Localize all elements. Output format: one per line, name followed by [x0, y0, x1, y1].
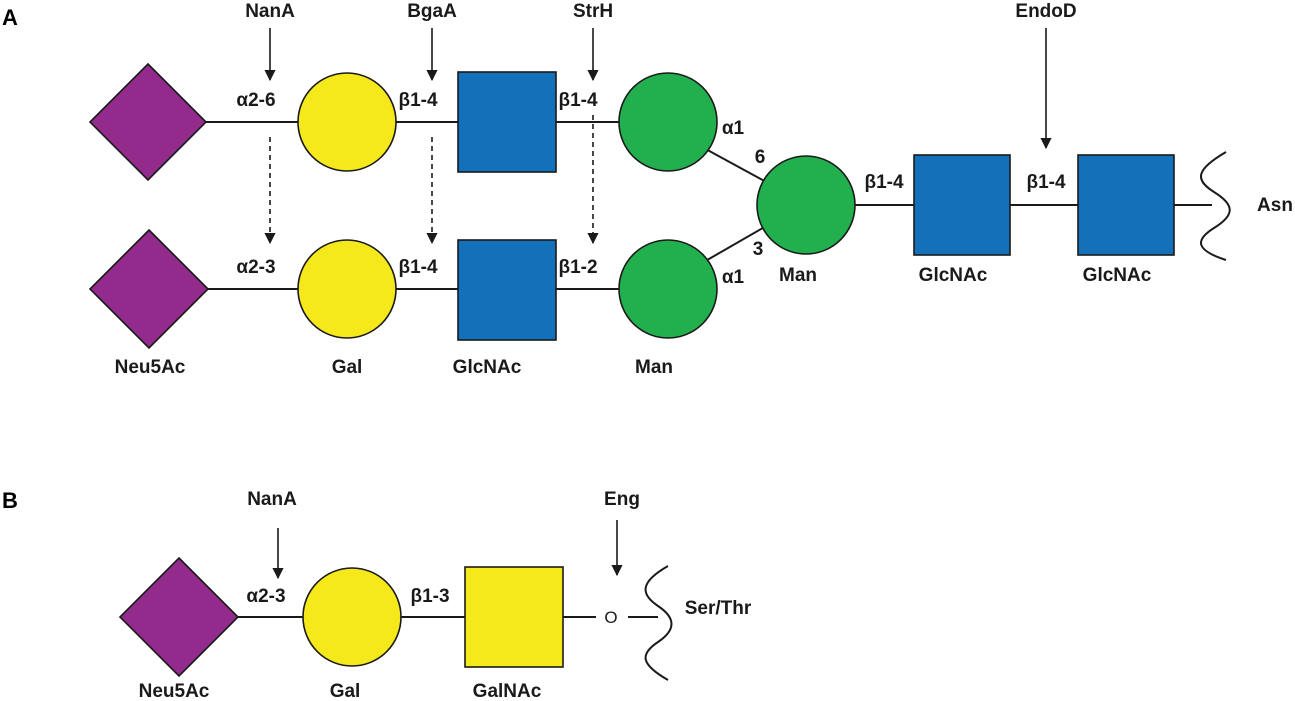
gal-circle-b [302, 567, 402, 667]
core-glcnac-square-2 [1077, 154, 1175, 256]
linkage-b-b13: β1-3 [410, 586, 449, 607]
gal-circle-bottom [297, 239, 397, 339]
linkage-pos6: 6 [755, 147, 766, 168]
linkage-top-b14b: β1-4 [558, 90, 597, 111]
bond-top-man-coreman [701, 146, 769, 184]
panel-a-letter: A [2, 5, 18, 30]
label-gal: Gal [332, 357, 363, 378]
linkage-bot-a1: α1 [722, 267, 745, 288]
label-core-glcnac-1: GlcNAc [919, 265, 988, 286]
galnac-square-b [464, 566, 564, 668]
glcnac-square-top [457, 71, 557, 173]
linkage-b-o: O [604, 608, 617, 627]
linkage-top-b14a: β1-4 [398, 90, 437, 111]
serthr-wavy-line [644, 565, 673, 681]
neu5ac-diamond-b [118, 556, 240, 678]
neu5ac-diamond-bottom [88, 228, 210, 350]
linkage-bot-b14: β1-4 [398, 257, 437, 278]
linkage-bot-b12: β1-2 [558, 257, 597, 278]
linkage-pos3: 3 [753, 239, 764, 260]
linkage-bot-a23: α2-3 [236, 257, 275, 278]
label-core-glcnac-2: GlcNAc [1083, 265, 1152, 286]
man-circle-top [618, 72, 718, 172]
bond-bot-man-coreman [701, 224, 769, 264]
label-core-man: Man [779, 265, 817, 286]
man-circle-bottom [618, 239, 718, 339]
asn-wavy-line [1199, 151, 1231, 261]
label-glcnac: GlcNAc [453, 357, 522, 378]
linkage-top-a1: α1 [722, 118, 745, 139]
linkage-core-b14a: β1-4 [864, 172, 903, 193]
core-glcnac-square-1 [913, 154, 1011, 256]
neu5ac-diamond-top [88, 62, 208, 182]
linkage-b-a23: α2-3 [246, 586, 285, 607]
linkage-core-b14b: β1-4 [1026, 172, 1065, 193]
label-b-serthr: Ser/Thr [685, 598, 752, 619]
label-man: Man [635, 357, 673, 378]
enzyme-bgaa: BgaA [407, 1, 457, 22]
gal-circle-top [297, 72, 397, 172]
core-man-circle [756, 155, 856, 255]
enzyme-endod: EndoD [1015, 1, 1076, 22]
label-asn: Asn [1257, 195, 1293, 216]
label-b-neu5ac: Neu5Ac [139, 681, 210, 701]
label-b-gal: Gal [330, 681, 361, 701]
panel-a-dashed-arrows [264, 115, 599, 245]
enzyme-strh: StrH [573, 1, 613, 22]
enzyme-nana: NanA [245, 1, 295, 22]
enzyme-b-nana: NanA [247, 489, 297, 510]
label-neu5ac: Neu5Ac [115, 357, 186, 378]
panel-b-letter: B [2, 488, 18, 513]
linkage-top-a26: α2-6 [236, 90, 275, 111]
enzyme-b-eng: Eng [604, 489, 640, 510]
panel-a-enzyme-arrows [264, 28, 1052, 150]
panel-a-bonds [205, 121, 1212, 290]
label-b-galnac: GalNAc [473, 681, 542, 701]
glcnac-square-bottom [457, 239, 557, 341]
